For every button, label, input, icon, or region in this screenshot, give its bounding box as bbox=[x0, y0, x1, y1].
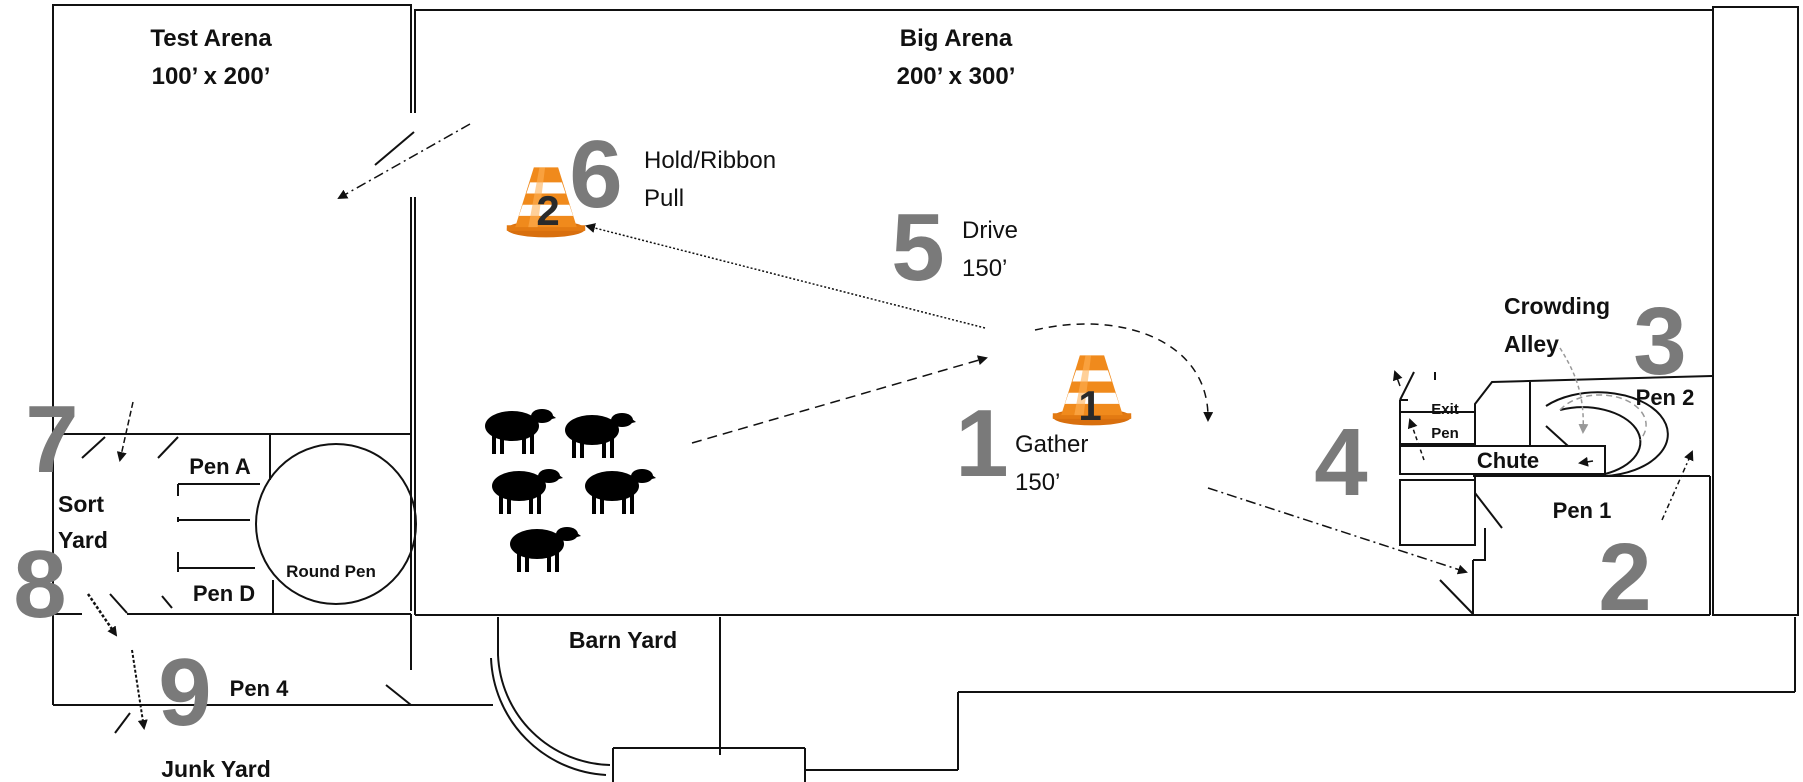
big-arena-size: 200’ x 300’ bbox=[897, 63, 1016, 90]
sheep-icon bbox=[510, 527, 581, 572]
step-1-label-1: Gather bbox=[1015, 431, 1088, 458]
crowding-alley-label-2: Alley bbox=[1504, 331, 1559, 357]
step-6-label-2: Pull bbox=[644, 185, 684, 212]
pen-1-label: Pen 1 bbox=[1553, 498, 1612, 523]
pen-d-label: Pen D bbox=[193, 581, 255, 606]
walls bbox=[52, 4, 1799, 782]
step-3-number: 3 bbox=[1633, 288, 1686, 395]
course-paths bbox=[86, 123, 1694, 730]
step-2-number: 2 bbox=[1598, 524, 1651, 631]
sheep-icon bbox=[585, 469, 656, 514]
step-6-label-1: Hold/Ribbon bbox=[644, 147, 776, 174]
test-arena-name: Test Arena bbox=[150, 25, 272, 52]
pen-4-label: Pen 4 bbox=[230, 676, 289, 701]
step-9-number: 9 bbox=[158, 639, 211, 746]
pen-a-label: Pen A bbox=[189, 454, 251, 479]
sheep-icon bbox=[492, 469, 563, 514]
exit-pen-label-2: Pen bbox=[1431, 425, 1459, 442]
cone-1-number: 1 bbox=[1078, 382, 1101, 429]
exit-pen-label-1: Exit bbox=[1431, 401, 1459, 418]
step-4-number: 4 bbox=[1314, 409, 1367, 516]
big-arena-name: Big Arena bbox=[900, 25, 1013, 52]
sort-yard-label-2: Yard bbox=[58, 527, 108, 553]
sheep-flock bbox=[485, 409, 656, 572]
sheep-icon bbox=[565, 413, 636, 458]
crowding-alley-label-1: Crowding bbox=[1504, 293, 1610, 319]
sheep-icon bbox=[485, 409, 556, 454]
step-1-number: 1 bbox=[955, 390, 1008, 497]
chute-label: Chute bbox=[1477, 448, 1539, 473]
step-6-number: 6 bbox=[569, 121, 622, 228]
step-5-label-2: 150’ bbox=[962, 255, 1007, 282]
step-7-number: 7 bbox=[25, 386, 78, 493]
junk-yard-label: Junk Yard bbox=[161, 756, 271, 782]
crowding-alley-path bbox=[1559, 347, 1647, 441]
step-1-label-2: 150’ bbox=[1015, 469, 1060, 496]
barn-yard-label: Barn Yard bbox=[569, 627, 677, 653]
cone-2-number: 2 bbox=[536, 187, 559, 234]
cone-1-marker: 1 bbox=[1052, 355, 1132, 429]
step-8-number: 8 bbox=[13, 531, 66, 638]
round-pen-label: Round Pen bbox=[286, 562, 376, 581]
step-5-number: 5 bbox=[891, 194, 944, 301]
step-5-label-1: Drive bbox=[962, 217, 1018, 244]
cone-2-marker: 2 bbox=[506, 167, 586, 238]
test-arena-size: 100’ x 200’ bbox=[152, 63, 271, 90]
sort-yard-label-1: Sort bbox=[58, 491, 104, 517]
pen-2-label: Pen 2 bbox=[1636, 385, 1695, 410]
